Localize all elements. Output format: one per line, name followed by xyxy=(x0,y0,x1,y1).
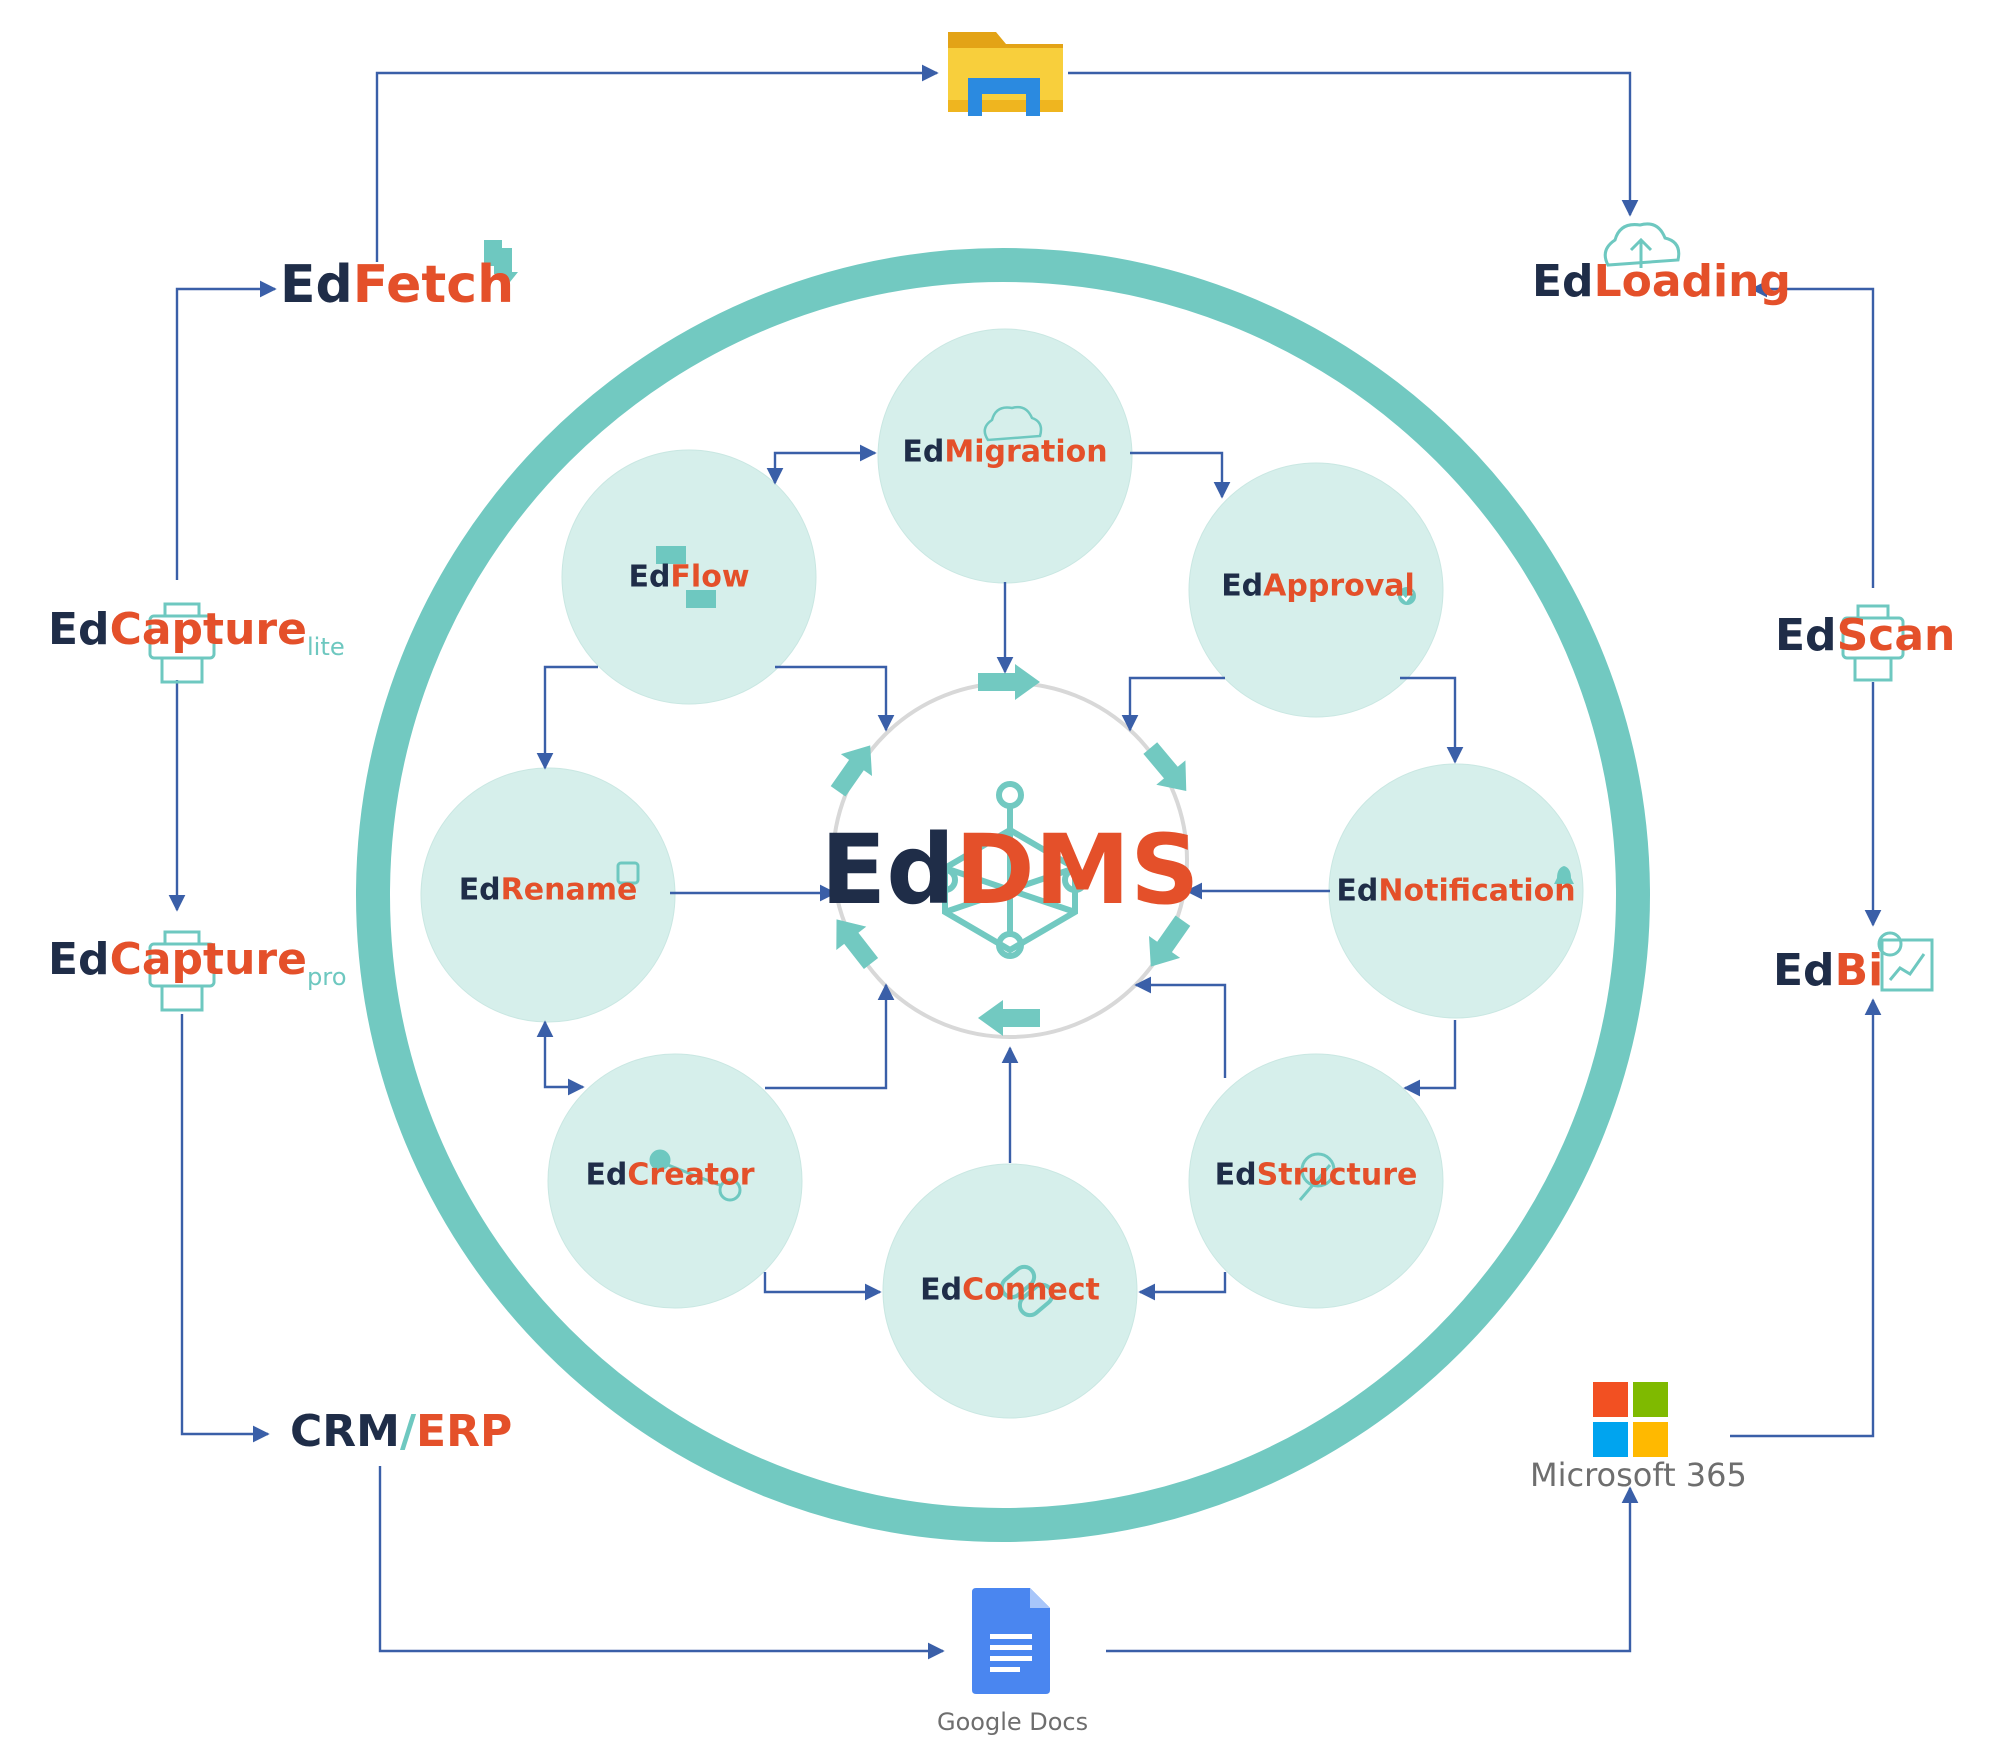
module-creator-label[interactable]: EdCreator xyxy=(585,1158,754,1193)
center-name: DMS xyxy=(954,814,1200,926)
cloud-upload-icon xyxy=(1603,222,1681,268)
outer-prefix: Ed xyxy=(48,934,110,985)
module-name: Connect xyxy=(962,1272,1100,1308)
gear-icon xyxy=(1298,1152,1336,1201)
module-prefix: Ed xyxy=(628,559,671,595)
network-icon xyxy=(932,781,1088,959)
module-flow-label[interactable]: EdFlow xyxy=(628,560,749,595)
check-icon xyxy=(1398,587,1416,605)
edloading-label[interactable]: EdLoading xyxy=(1532,256,1791,307)
edcapture-lite-label[interactable]: EdCapturelite xyxy=(48,604,345,661)
google-docs-label[interactable]: Google Docs xyxy=(937,1708,1089,1736)
separator: / xyxy=(399,1406,417,1457)
outer-name: Bi xyxy=(1834,945,1884,996)
erp-text: ERP xyxy=(416,1406,513,1457)
outer-prefix: Ed xyxy=(1775,610,1837,661)
crm-text: CRM xyxy=(290,1406,400,1457)
module-prefix: Ed xyxy=(1214,1157,1257,1193)
module-rename-label[interactable]: EdRename xyxy=(459,873,638,908)
outer-ring xyxy=(356,248,1650,1542)
module-approval-label[interactable]: EdApproval xyxy=(1221,569,1415,604)
edscan-label[interactable]: EdScan xyxy=(1775,610,1955,661)
bubble-connect[interactable] xyxy=(882,1163,1138,1419)
outer-name: Fetch xyxy=(352,255,515,315)
google-docs-icon xyxy=(972,1588,1050,1694)
scanner-pro-icon xyxy=(148,930,216,1012)
crm-erp-label[interactable]: CRM/ERP xyxy=(290,1406,512,1457)
bell-icon xyxy=(1554,866,1574,884)
edbi-label[interactable]: EdBi xyxy=(1773,945,1883,996)
bubble-flow[interactable] xyxy=(561,449,817,705)
module-prefix: Ed xyxy=(902,434,945,470)
creator-nodes-icon xyxy=(649,1149,742,1202)
module-structure-label[interactable]: EdStructure xyxy=(1215,1158,1418,1193)
module-prefix: Ed xyxy=(1336,873,1379,909)
module-name: Migration xyxy=(944,434,1108,470)
module-connect-label[interactable]: EdConnect xyxy=(920,1273,1100,1308)
bubble-approval[interactable] xyxy=(1188,462,1444,718)
module-name: Flow xyxy=(670,559,750,595)
edition-suffix: pro xyxy=(306,962,347,991)
outer-prefix: Ed xyxy=(1532,256,1594,307)
module-name: Creator xyxy=(627,1157,755,1193)
center-title[interactable]: EdDMS xyxy=(821,814,1200,926)
flow-blocks-icon xyxy=(656,546,716,608)
file-explorer-folder-icon xyxy=(948,32,1063,116)
module-bubbles xyxy=(420,328,1584,1419)
module-prefix: Ed xyxy=(1221,568,1264,604)
bubble-creator[interactable] xyxy=(547,1053,803,1309)
bi-chart-icon xyxy=(1877,931,1934,992)
scanner-lite-icon xyxy=(148,602,216,684)
outer-prefix: Ed xyxy=(280,255,353,315)
outer-name: Loading xyxy=(1593,256,1791,307)
module-prefix: Ed xyxy=(458,872,501,908)
outer-prefix: Ed xyxy=(1773,945,1835,996)
inner-connectors xyxy=(536,444,1464,1301)
outer-name: Capture xyxy=(109,604,307,655)
center-cycle-arrows xyxy=(830,664,1191,1036)
module-name: Structure xyxy=(1256,1157,1418,1193)
module-prefix: Ed xyxy=(920,1272,963,1308)
edition-suffix: lite xyxy=(306,632,345,661)
outer-name: Capture xyxy=(109,934,307,985)
microsoft-logo-icon xyxy=(1593,1382,1668,1457)
module-name: Notification xyxy=(1378,873,1576,909)
fetch-docs-icon xyxy=(484,240,518,282)
module-prefix: Ed xyxy=(585,1157,628,1193)
edfetch-label[interactable]: EdFetch xyxy=(280,255,514,315)
module-notification-label[interactable]: EdNotification xyxy=(1336,874,1575,909)
microsoft-365-label[interactable]: Microsoft 365 xyxy=(1530,1456,1747,1494)
outer-name: Scan xyxy=(1836,610,1956,661)
edcapture-pro-label[interactable]: EdCapturepro xyxy=(48,934,347,991)
center-prefix: Ed xyxy=(820,814,955,926)
scanner-icon xyxy=(1841,604,1905,682)
module-name: Rename xyxy=(500,872,638,908)
module-name: Approval xyxy=(1263,568,1415,604)
link-icon xyxy=(999,1264,1055,1318)
outer-connectors xyxy=(168,64,1882,1660)
module-migration-label[interactable]: EdMigration xyxy=(902,435,1107,470)
edit-icon xyxy=(616,861,640,885)
outer-prefix: Ed xyxy=(48,604,110,655)
cloud-migration-icon xyxy=(983,405,1043,442)
